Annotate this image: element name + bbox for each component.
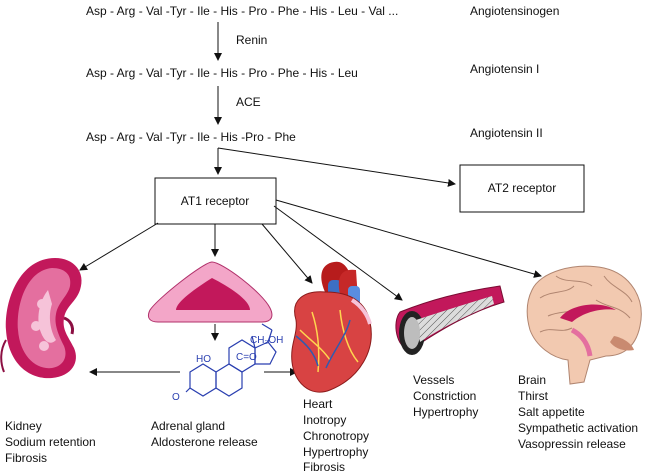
heart-text: Heart Inotropy Chronotropy Hypertrophy F… <box>303 397 372 472</box>
chem-co: C=O <box>236 352 257 363</box>
vessel-illustration <box>395 285 505 355</box>
brain-effect-salt-appetite: Salt appetite <box>518 405 585 419</box>
brain-title: Brain <box>518 373 546 387</box>
brain-effect-thirst: Thirst <box>518 389 549 403</box>
heart-effect-fibrosis: Fibrosis <box>303 460 345 472</box>
heart-effect-inotropy: Inotropy <box>303 413 346 427</box>
vessels-title: Vessels <box>413 373 454 387</box>
arrow-to-brain <box>275 199 542 278</box>
arrow-to-vessels <box>273 205 403 301</box>
kidney-title: Kidney <box>5 419 42 433</box>
brain-effect-sympathetic: Sympathetic activation <box>518 421 638 435</box>
brain-illustration <box>526 265 642 385</box>
heart-effect-hypertrophy: Hypertrophy <box>303 445 368 459</box>
ace-label: ACE <box>236 95 261 109</box>
kidney-illustration <box>0 258 82 379</box>
vessels-effect-hypertrophy: Hypertrophy <box>413 405 478 419</box>
kidney-text: Kidney Sodium retention Fibrosis <box>5 419 99 465</box>
angiotensinogen-sequence: Asp - Arg - Val -Tyr - Ile - His - Pro -… <box>86 4 398 18</box>
at1-receptor-label: AT1 receptor <box>181 194 249 208</box>
vessels-effect-constriction: Constriction <box>413 389 476 403</box>
chem-ch2oh: CH₂OH <box>250 335 283 346</box>
chem-oxygen: O <box>172 392 180 403</box>
at2-receptor-label: AT2 receptor <box>488 181 556 195</box>
angiotensin-1-sequence: Asp - Arg - Val -Tyr - Ile - His - Pro -… <box>86 66 358 80</box>
kidney-effect-sodium: Sodium retention <box>5 435 96 449</box>
angiotensin-2-sequence: Asp - Arg - Val -Tyr - Ile - His -Pro - … <box>86 130 296 144</box>
kidney-effect-fibrosis: Fibrosis <box>5 451 47 465</box>
aldosterone-structure <box>185 323 277 397</box>
angiotensin-1-label: Angiotensin I <box>470 62 539 76</box>
brain-text: Brain Thirst Salt appetite Sympathetic a… <box>518 373 641 451</box>
at1-receptor-box <box>154 177 277 225</box>
heart-title: Heart <box>303 397 333 411</box>
adrenal-gland-illustration <box>147 261 273 323</box>
angiotensin-2-label: Angiotensin II <box>470 126 543 140</box>
arrow-to-heart <box>261 223 313 284</box>
brain-effect-vasopressin: Vasopressin release <box>518 437 626 451</box>
at2-arrow <box>217 147 456 187</box>
at2-receptor-box <box>459 164 585 213</box>
heart-effect-chronotropy: Chronotropy <box>303 429 369 443</box>
renin-label: Renin <box>236 33 267 47</box>
adrenal-text: Adrenal gland Aldosterone release <box>151 419 258 449</box>
chem-ho: HO <box>196 354 211 365</box>
adrenal-title: Adrenal gland <box>151 419 225 433</box>
adrenal-effect-aldosterone: Aldosterone release <box>151 435 258 449</box>
angiotensinogen-label: Angiotensinogen <box>470 4 559 18</box>
heart-illustration <box>291 261 372 393</box>
vessels-text: Vessels Constriction Hypertrophy <box>413 373 480 419</box>
arrow-to-kidney <box>79 222 159 271</box>
